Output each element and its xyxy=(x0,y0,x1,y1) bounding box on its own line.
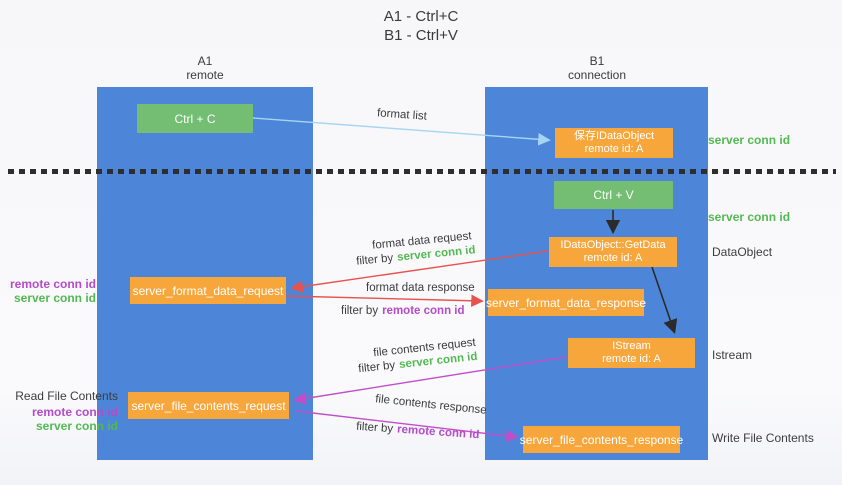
column-header-a1: A1 remote xyxy=(155,54,255,82)
istream-title: IStream xyxy=(612,340,651,352)
column-a1-name: A1 xyxy=(197,54,213,68)
left-conn-id-group-2: Read File Contents remote conn id server… xyxy=(4,389,118,433)
save-idataobject-remote-id: remote id: A xyxy=(584,143,644,155)
write-file-contents-label: Write File Contents xyxy=(712,431,814,445)
remote-conn-id-text: remote conn id xyxy=(396,423,480,442)
session-divider-dotted-line xyxy=(8,169,836,174)
istream-remote-id: remote id: A xyxy=(602,353,661,365)
save-idataobject-title: 保存IDataObject xyxy=(573,130,655,142)
filter-by-text: filter by xyxy=(341,305,379,317)
column-b1-name: B1 xyxy=(589,54,605,68)
server-format-data-response-label: server_format_data_response xyxy=(485,295,647,310)
remote-conn-id-text: remote conn id xyxy=(382,305,465,317)
server-conn-id-right-top: server conn id xyxy=(708,133,791,147)
column-b1-subtitle: connection xyxy=(567,68,627,82)
server-file-contents-response-label: server_file_contents_response xyxy=(519,432,684,447)
istream-box: IStream remote id: A xyxy=(568,338,695,368)
server-format-data-request-label: server_format_data_request xyxy=(132,283,284,298)
arrow-format-data-response xyxy=(285,294,484,308)
remote-conn-id-left-1: remote conn id xyxy=(9,277,96,291)
istream-side-label: Istream xyxy=(712,348,753,362)
read-file-contents-label: Read File Contents xyxy=(15,389,118,403)
filter-by-text: filter by xyxy=(357,359,396,376)
server-conn-id-left-2: server conn id xyxy=(35,419,118,433)
format-list-label: format list xyxy=(376,107,428,123)
filter-by-text: filter by xyxy=(355,252,394,268)
getdata-title: IDataObject::GetData xyxy=(560,239,666,251)
save-idataobject-box: 保存IDataObject remote id: A xyxy=(555,128,673,158)
ctrl-c-action-box: Ctrl + C xyxy=(137,104,253,133)
dataobject-side-label: DataObject xyxy=(712,245,773,259)
diagram-title: A1 - Ctrl+C B1 - Ctrl+V xyxy=(0,7,842,45)
idataobject-getdata-box: IDataObject::GetData remote id: A xyxy=(549,237,677,267)
title-line-b1: B1 - Ctrl+V xyxy=(384,27,458,44)
server-file-contents-request-label: server_file_contents_request xyxy=(131,398,286,413)
ctrl-v-action-box: Ctrl + V xyxy=(554,181,673,209)
getdata-remote-id: remote id: A xyxy=(583,252,643,264)
server-conn-id-right-mid: server conn id xyxy=(708,210,791,224)
left-conn-id-group-1: remote conn id server conn id xyxy=(4,277,96,305)
column-a1-subtitle: remote xyxy=(186,68,224,82)
server-format-data-request-box: server_format_data_request xyxy=(130,277,286,304)
format-data-response-label: format data response xyxy=(366,282,475,294)
server-conn-id-left-1: server conn id xyxy=(13,291,96,305)
server-file-contents-request-box: server_file_contents_request xyxy=(128,392,289,419)
server-file-contents-response-box: server_file_contents_response xyxy=(519,426,684,453)
ctrl-v-label: Ctrl + V xyxy=(593,188,634,202)
filter-by-text: filter by xyxy=(355,420,394,436)
ctrl-c-label: Ctrl + C xyxy=(174,111,216,126)
remote-conn-id-left-2: remote conn id xyxy=(31,405,118,419)
file-contents-response-label: file contents response xyxy=(374,393,488,417)
server-format-data-response-box: server_format_data_response xyxy=(485,289,647,316)
title-line-a1: A1 - Ctrl+C xyxy=(383,8,459,25)
column-header-b1: B1 connection xyxy=(547,54,647,82)
